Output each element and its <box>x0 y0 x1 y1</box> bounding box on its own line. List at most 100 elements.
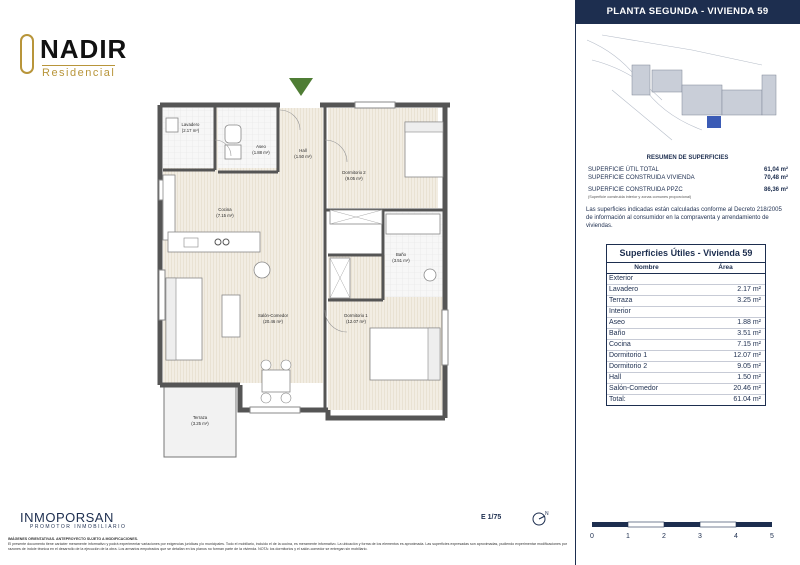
floor-plan: Lavadero (2.17 m²) Aseo (1.88 m²) Hall (… <box>157 101 450 458</box>
summary-row-construida: SUPERFICIE CONSTRUIDA VIVIENDA 70,48 m² <box>588 175 788 181</box>
table-row: Hall 1.50 m² <box>607 373 765 384</box>
summary-label: SUPERFICIE ÚTIL TOTAL <box>588 167 659 173</box>
room-label-salon: Salón-Comedor (20.46 m²) <box>248 313 298 324</box>
row-name: Aseo <box>609 319 625 326</box>
room-label-terraza: Terraza (3.25 m²) <box>180 415 220 426</box>
row-area: 1.88 m² <box>737 319 761 326</box>
summary-row-util: SUPERFICIE ÚTIL TOTAL 61,04 m² <box>588 167 788 173</box>
section-exterior: Exterior <box>607 274 765 285</box>
row-name: Hall <box>609 374 622 381</box>
scale-tick: 1 <box>626 533 630 540</box>
table-header: Nombre Área <box>607 263 765 274</box>
disclaimer-text: El presente documento tiene carácter mer… <box>8 542 568 551</box>
room-name: Lavadero <box>181 122 200 127</box>
company-subtitle: PROMOTOR INMOBILIARIO <box>30 524 127 530</box>
row-name: Cocina <box>609 341 631 348</box>
entrance-arrow-icon <box>289 78 313 96</box>
room-area: (2.17 m²) <box>181 127 200 133</box>
room-area: (9.05 m²) <box>345 175 363 181</box>
room-name: Dormitorio 2 <box>342 170 366 175</box>
summary-value: 86,36 m² <box>763 187 788 193</box>
disclaimer: IMÁGENES ORIENTATIVAS. ANTEPROYECTO SUJE… <box>8 537 568 552</box>
surfaces-table: Superficies Útiles - Vivienda 59 Nombre … <box>606 244 766 406</box>
room-label-lavadero: Lavadero (2.17 m²) <box>168 122 213 133</box>
col-area: Área <box>718 264 733 271</box>
row-area: 7.15 m² <box>737 341 761 348</box>
summary-note: (Superficie construida interior y zonas … <box>588 195 692 199</box>
location-map <box>586 34 777 141</box>
info-panel <box>575 0 800 565</box>
summary-label: SUPERFICIE CONSTRUIDA PPZC <box>588 187 683 193</box>
company-logo: INMOPORSAN <box>20 510 114 525</box>
room-area: (12.07 m²) <box>346 318 366 324</box>
row-area: 12.07 m² <box>733 352 761 359</box>
room-area: (3.51 m²) <box>392 257 410 263</box>
row-area: 2.17 m² <box>737 286 761 293</box>
row-area: 20.46 m² <box>733 385 761 392</box>
row-name: Lavadero <box>609 286 639 293</box>
room-name: Dormitorio 1 <box>344 313 368 318</box>
scale-tick: 4 <box>734 533 738 540</box>
summary-paragraph: Las superficies indicadas están calculad… <box>586 207 782 229</box>
summary-value: 70,48 m² <box>763 175 788 181</box>
brand-subtitle: Residencial <box>42 65 116 79</box>
row-area: 9.05 m² <box>737 363 761 370</box>
room-label-cocina: Cocina (7.15 m²) <box>207 207 243 218</box>
room-name: Salón-Comedor <box>257 313 289 318</box>
scale-tick: 3 <box>698 533 702 540</box>
section-interior: Interior <box>607 307 765 318</box>
room-area: (7.15 m²) <box>216 212 234 218</box>
disclaimer-title: IMÁGENES ORIENTATIVAS. ANTEPROYECTO SUJE… <box>8 537 139 541</box>
total-label: Total: <box>609 396 626 403</box>
row-name: Terraza <box>609 297 633 304</box>
room-area: (1.88 m²) <box>252 149 270 155</box>
summary-title: RESUMEN DE SUPERFICIES <box>646 155 729 161</box>
room-area: (20.46 m²) <box>263 318 283 324</box>
row-area: 3.25 m² <box>737 297 761 304</box>
room-label-hall: Hall (1.50 m²) <box>285 148 321 159</box>
room-label-bano: Baño (3.51 m²) <box>386 252 416 263</box>
table-row: Cocina 7.15 m² <box>607 340 765 351</box>
row-area: 1.50 m² <box>737 374 761 381</box>
row-name: Dormitorio 1 <box>609 352 648 359</box>
room-label-dormitorio-2: Dormitorio 2 (9.05 m²) <box>330 170 378 181</box>
page-title: PLANTA SEGUNDA - VIVIENDA 59 <box>575 0 800 24</box>
room-name: Aseo <box>256 144 266 149</box>
room-label-aseo: Aseo (1.88 m²) <box>245 144 277 155</box>
room-name: Baño <box>395 252 407 257</box>
brand-logo: NADIR Residencial <box>20 34 150 84</box>
scale-bar: 0 1 2 3 4 5 <box>590 521 774 540</box>
room-name: Terraza <box>192 415 208 420</box>
table-row: Lavadero 2.17 m² <box>607 285 765 296</box>
scale-label: E 1/75 <box>481 514 502 521</box>
row-name: Dormitorio 2 <box>609 363 648 370</box>
scale-tick: 5 <box>770 533 774 540</box>
compass-label: N <box>545 511 549 517</box>
scale-tick: 2 <box>662 533 666 540</box>
row-name: Salón-Comedor <box>609 385 659 392</box>
room-name: Cocina <box>218 207 232 212</box>
table-row: Aseo 1.88 m² <box>607 318 765 329</box>
table-row: Terraza 3.25 m² <box>607 296 765 307</box>
table-total-row: Total: 61.04 m² <box>607 395 765 405</box>
scale-tick: 0 <box>590 533 594 540</box>
room-area: (1.50 m²) <box>294 153 312 159</box>
table-row: Baño 3.51 m² <box>607 329 765 340</box>
summary-label: SUPERFICIE CONSTRUIDA VIVIENDA <box>588 175 695 181</box>
table-row: Salón-Comedor 20.46 m² <box>607 384 765 395</box>
table-row: Dormitorio 2 9.05 m² <box>607 362 765 373</box>
row-name: Baño <box>609 330 626 337</box>
summary-value: 61,04 m² <box>763 167 788 173</box>
brand-name: NADIR <box>40 34 128 64</box>
compass-icon: N <box>532 511 549 526</box>
total-value: 61.04 m² <box>733 396 761 403</box>
col-name: Nombre <box>634 264 659 271</box>
room-area: (3.25 m²) <box>191 420 209 426</box>
table-title: Superficies Útiles - Vivienda 59 <box>607 245 765 263</box>
summary-row-ppzc: SUPERFICIE CONSTRUIDA PPZC 86,36 m² <box>588 187 788 193</box>
row-area: 3.51 m² <box>737 330 761 337</box>
table-row: Dormitorio 1 12.07 m² <box>607 351 765 362</box>
room-name: Hall <box>299 148 307 153</box>
room-label-dormitorio-1: Dormitorio 1 (12.07 m²) <box>332 313 380 324</box>
brand-mark-icon <box>20 34 34 74</box>
